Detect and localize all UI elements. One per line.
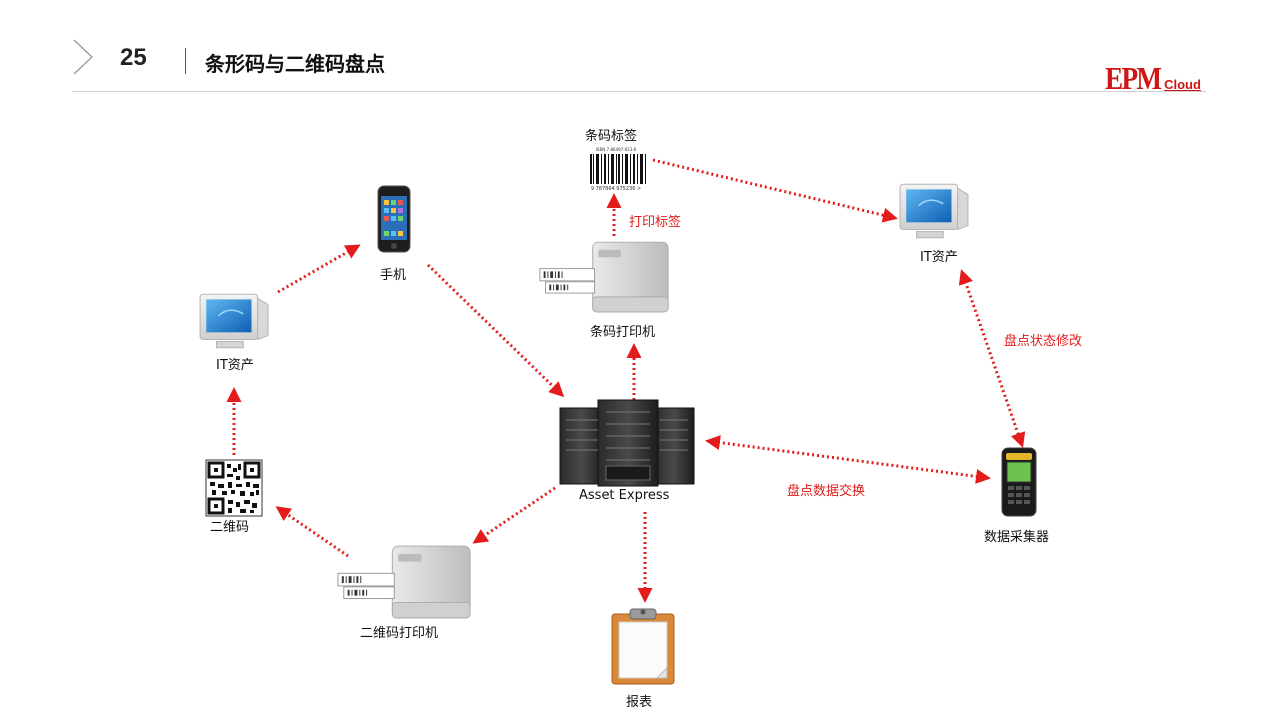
server-caption: Asset Express <box>579 488 670 503</box>
qr-code-caption: 二维码 <box>210 520 250 535</box>
phone-icon <box>377 185 411 253</box>
server-icon <box>559 399 695 487</box>
logo-text: EPM <box>1105 60 1162 96</box>
data-collector-caption: 数据采集器 <box>984 530 1050 545</box>
barcode-printer-icon <box>539 241 669 313</box>
handheld-scanner-icon <box>1001 447 1037 517</box>
barcode-digits-text: 9 787864 975236 > <box>591 186 641 192</box>
barcode-printer-caption: 条码打印机 <box>590 325 656 340</box>
arrows <box>226 158 1026 603</box>
barcode-isbn-text: ISBN 7-86497-923-6 <box>596 147 637 152</box>
monitor-icon <box>899 183 969 239</box>
arrow-phone-to-server <box>426 263 565 398</box>
arrow-it-asset-collector-bidirectional <box>958 269 1026 448</box>
arrow-it-asset-to-phone <box>277 244 361 294</box>
it-asset-right-caption: IT资产 <box>920 250 958 265</box>
monitor-icon <box>199 293 269 349</box>
logo-suffix: Cloud <box>1164 77 1201 92</box>
chevron-right-icon <box>73 39 93 75</box>
arrow-barcode-to-it-asset <box>652 158 898 223</box>
clipboard-report-icon <box>611 608 675 685</box>
slide-number: 25 <box>120 44 147 71</box>
it-asset-left-caption: IT资产 <box>216 358 254 373</box>
qr-printer-caption: 二维码打印机 <box>360 626 439 641</box>
qr-code-icon <box>205 459 263 517</box>
qr-printer-icon <box>337 545 471 619</box>
header-divider <box>185 48 186 74</box>
barcode-image: ISBN 7-86497-923-6 9 787864 975236 > <box>582 146 650 192</box>
barcode-label-caption: 条码标签 <box>585 129 638 144</box>
report-caption: 报表 <box>626 695 653 710</box>
edge-label-inventory-data-exchange: 盘点数据交换 <box>787 484 866 499</box>
arrow-qr-printer-to-qr <box>275 506 349 558</box>
header-rule <box>72 91 1206 92</box>
arrow-server-collector-bidirectional <box>705 435 991 484</box>
arrow-server-to-qr-printer <box>472 486 556 544</box>
phone-caption: 手机 <box>380 268 407 283</box>
epm-cloud-logo: EPM Cloud <box>1105 60 1201 96</box>
edge-label-print-label: 打印标签 <box>629 215 682 230</box>
slide-title: 条形码与二维码盘点 <box>205 52 385 76</box>
edge-label-inventory-status-change: 盘点状态修改 <box>1004 334 1083 349</box>
